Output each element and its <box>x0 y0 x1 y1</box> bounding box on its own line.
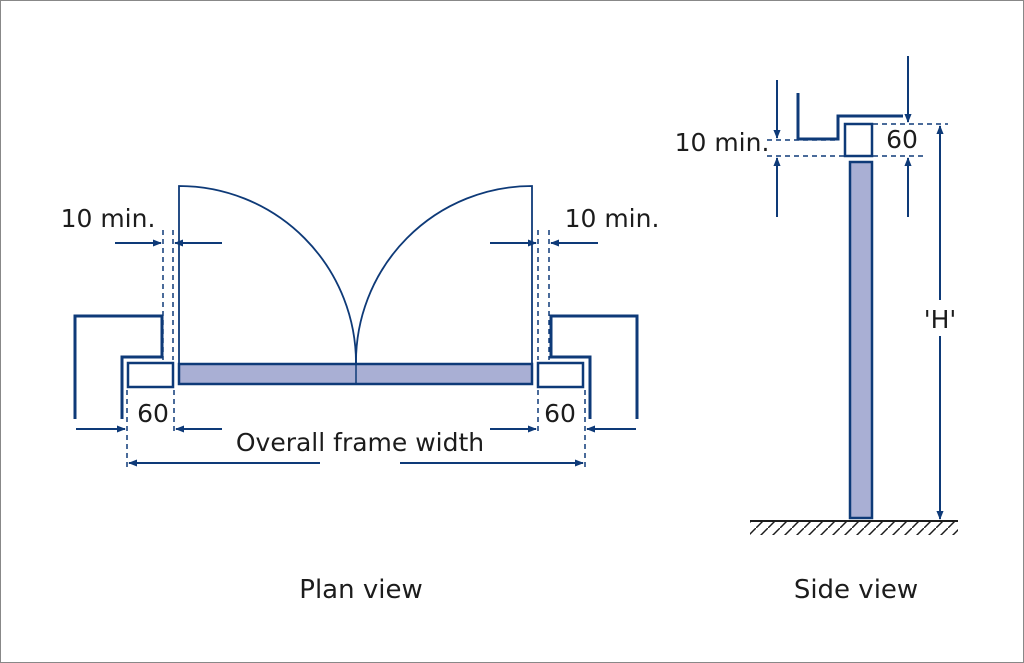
left-frame-label: 60 <box>137 399 169 428</box>
left-door-swing <box>178 185 357 365</box>
floor-hatch <box>750 522 958 535</box>
plan-dimension-arrows <box>76 239 636 467</box>
side-frame <box>843 122 874 158</box>
left-wall <box>73 314 164 419</box>
height-label: 'H' <box>924 305 957 334</box>
plan-view-caption: Plan view <box>299 575 422 605</box>
left-gap-label: 10 min. <box>61 204 156 233</box>
side-door-leaf <box>848 160 874 520</box>
height-label-backdrop <box>924 303 956 335</box>
side-dimension-arrows <box>773 56 944 520</box>
side-gap-label: 10 min. <box>675 128 770 157</box>
overall-width-label: Overall frame width <box>236 428 484 457</box>
right-wall <box>549 314 639 419</box>
side-view <box>796 93 903 520</box>
side-view-caption: Side view <box>794 575 918 605</box>
side-extension-lines <box>767 123 948 157</box>
right-gap-label: 10 min. <box>565 204 660 233</box>
right-frame-label: 60 <box>544 399 576 428</box>
right-frame <box>536 361 585 389</box>
plan-view <box>73 185 639 419</box>
right-door-swing <box>355 185 533 365</box>
left-frame <box>126 361 175 389</box>
side-head <box>796 93 903 141</box>
side-frame-label: 60 <box>886 125 918 154</box>
plan-extension-lines <box>126 230 586 470</box>
